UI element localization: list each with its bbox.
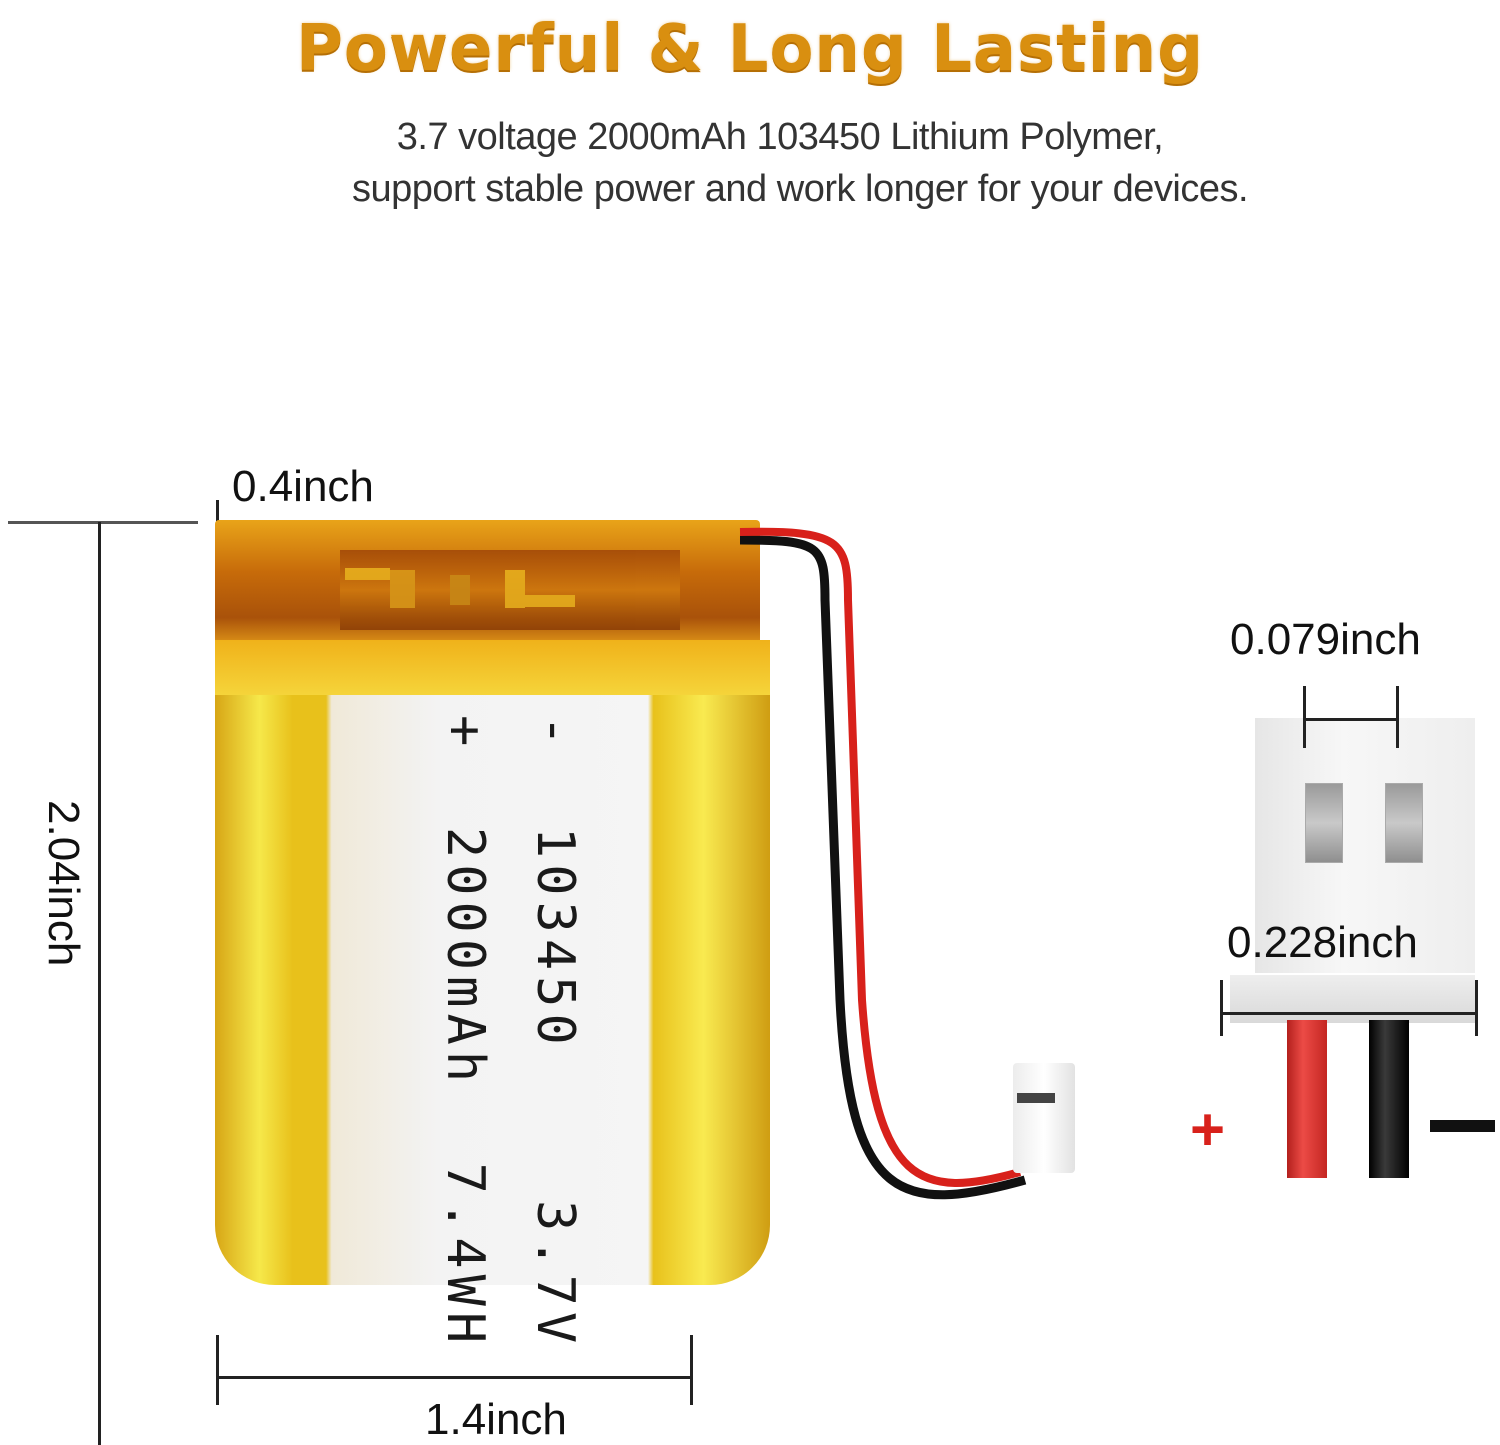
pitch-dim-right bbox=[1396, 686, 1399, 748]
connector-width-right bbox=[1475, 980, 1478, 1036]
page-title: Powerful & Long Lasting bbox=[295, 12, 1205, 86]
battery-label: - 103450 3.7V + 2000mAh 7.4WH bbox=[330, 695, 660, 1349]
battery-cell: - 103450 3.7V + 2000mAh 7.4WH bbox=[215, 520, 770, 1349]
pcm-circuit bbox=[340, 550, 680, 630]
connector-pin-negative bbox=[1385, 783, 1423, 863]
pitch-dim-line bbox=[1304, 718, 1397, 721]
jst-connector-small bbox=[1013, 1063, 1075, 1173]
connector-width-label: 0.228inch bbox=[1227, 918, 1418, 967]
pitch-label: 0.079inch bbox=[1230, 615, 1421, 664]
positive-symbol: + bbox=[1190, 1096, 1226, 1163]
connector-flange bbox=[1230, 975, 1475, 1023]
wire-black-negative bbox=[1369, 1020, 1409, 1178]
connector-pin-positive bbox=[1305, 783, 1343, 863]
pitch-dim-left bbox=[1303, 686, 1306, 748]
battery-protection-board bbox=[215, 520, 760, 650]
width-dim-line bbox=[216, 1376, 693, 1379]
height-label: 2.04inch bbox=[39, 800, 88, 967]
battery-label-line-2: + 2000mAh 7.4WH bbox=[435, 715, 495, 1350]
width-dim-right-tick bbox=[690, 1335, 693, 1405]
height-dim-line bbox=[98, 522, 101, 1445]
height-dim-top-tick bbox=[8, 521, 198, 524]
subtitle-line-1: 3.7 voltage 2000mAh 103450 Lithium Polym… bbox=[396, 116, 1164, 158]
battery-body: - 103450 3.7V + 2000mAh 7.4WH bbox=[215, 640, 770, 1349]
connector-width-line bbox=[1221, 1012, 1477, 1015]
width-label: 1.4inch bbox=[425, 1395, 567, 1444]
jst-connector-detail bbox=[1255, 718, 1475, 973]
width-dim-left-tick bbox=[216, 1335, 219, 1405]
thickness-label: 0.4inch bbox=[232, 462, 374, 511]
connector-width-left bbox=[1220, 980, 1223, 1036]
battery-label-line-1: - 103450 3.7V bbox=[525, 715, 585, 1350]
negative-symbol bbox=[1430, 1120, 1495, 1132]
wire-red-positive bbox=[1287, 1020, 1327, 1178]
subtitle-line-2: support stable power and work longer for… bbox=[351, 168, 1249, 210]
